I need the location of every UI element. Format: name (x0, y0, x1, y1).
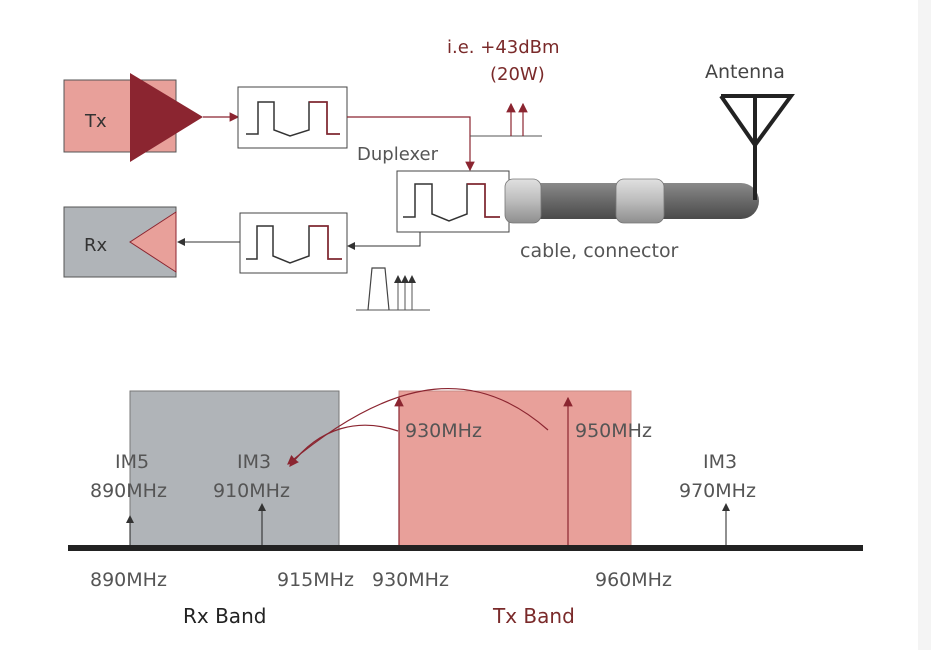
connector-middle (615, 178, 665, 224)
tx1-freq-label: 930MHz (405, 420, 482, 442)
power-watts-label: (20W) (490, 64, 545, 85)
axis-label-890: 890MHz (90, 569, 167, 591)
scrollbar[interactable] (918, 0, 931, 650)
im3-right-label: IM3 (703, 451, 737, 473)
duplexer-filter (396, 170, 510, 233)
rx-block: Rx (63, 206, 177, 278)
connector-left (504, 178, 542, 224)
rx-label: Rx (84, 235, 108, 256)
tx-band-label: Tx Band (492, 604, 575, 628)
cable-label: cable, connector (520, 240, 679, 262)
tx-filter (237, 86, 348, 149)
im3-left-freq-label: 910MHz (213, 480, 290, 502)
im3-right-freq-label: 970MHz (679, 480, 756, 502)
axis-label-915: 915MHz (277, 569, 354, 591)
power-indicator: i.e. +43dBm (20W) (447, 37, 560, 137)
duplexer-label: Duplexer (357, 144, 439, 165)
power-label: i.e. +43dBm (447, 37, 560, 58)
antenna-icon: Antenna (705, 61, 795, 200)
im3-arc-inner (289, 424, 399, 467)
tx-amplifier-icon (130, 73, 203, 162)
tx-band-block (398, 390, 632, 549)
rx-filter (239, 212, 348, 274)
tx-block: Tx (63, 73, 203, 162)
rx-amplifier-icon (129, 211, 177, 273)
axis-label-930: 930MHz (372, 569, 449, 591)
cable: cable, connector (504, 178, 759, 262)
im5-freq-label: 890MHz (90, 480, 167, 502)
tx2-freq-label: 950MHz (575, 420, 652, 442)
rx-band-label: Rx Band (183, 604, 266, 628)
rx-band-block (129, 390, 340, 549)
rx-spectrum-indicator (356, 267, 430, 311)
im3-left-label: IM3 (237, 451, 271, 473)
axis-label-960: 960MHz (595, 569, 672, 591)
antenna-label: Antenna (705, 61, 785, 83)
im5-label: IM5 (115, 451, 149, 473)
frequency-axis (68, 545, 863, 551)
tx-label: Tx (84, 111, 107, 132)
